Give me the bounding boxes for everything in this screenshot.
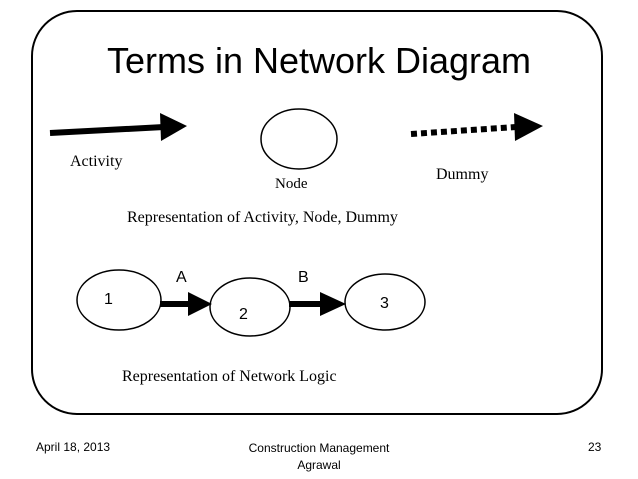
node-symbol [260, 108, 338, 170]
network-node-1 [76, 269, 162, 331]
edge-b-label: B [298, 269, 309, 286]
dummy-label: Dummy [436, 166, 489, 183]
network-node-2 [209, 277, 291, 337]
node-1-label: 1 [104, 291, 113, 308]
dummy-arrow-icon [410, 113, 543, 141]
edge-a-label: A [176, 269, 187, 286]
footer-date: April 18, 2013 [36, 440, 111, 454]
legend-caption: Representation of Activity, Node, Dummy [127, 209, 398, 226]
activity-arrow-icon [49, 113, 187, 141]
footer-author: Agrawal [297, 458, 341, 472]
node-3-label: 3 [380, 295, 389, 312]
slide-title: Terms in Network Diagram [106, 40, 532, 81]
node-2-label: 2 [239, 306, 248, 323]
network-node-3 [344, 273, 426, 331]
footer-page-number: 23 [588, 440, 602, 454]
footer-center: Construction Management Agrawal [0, 440, 638, 474]
slide-frame [31, 10, 603, 415]
edge-a-arrow [160, 292, 212, 316]
edge-b-arrow [289, 292, 346, 316]
activity-label: Activity [70, 153, 123, 170]
footer-course: Construction Management [248, 441, 390, 455]
network-caption: Representation of Network Logic [122, 368, 337, 385]
node-label: Node [275, 176, 308, 192]
